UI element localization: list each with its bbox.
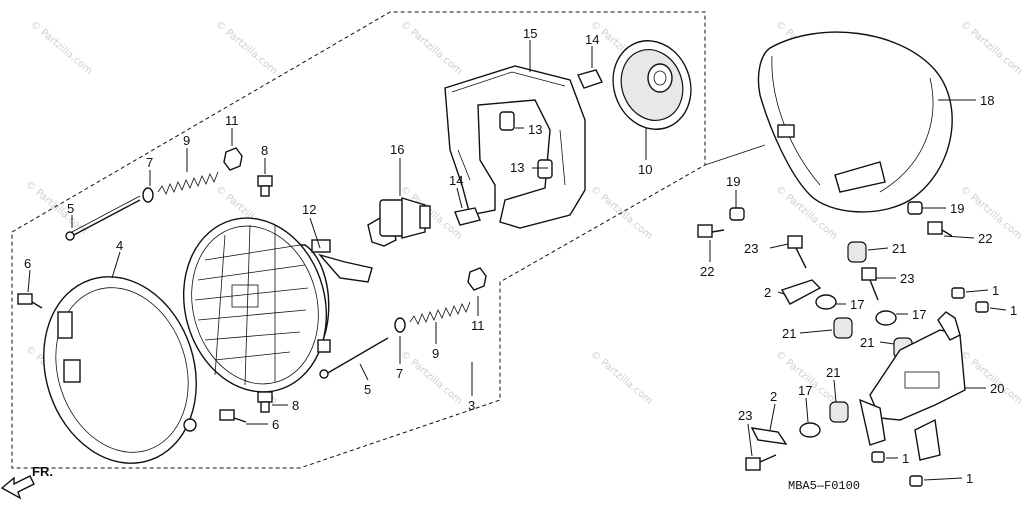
headlight-rim-part bbox=[43, 276, 197, 464]
callout-13: 13 bbox=[510, 160, 524, 175]
callout-1: 1 bbox=[992, 283, 999, 298]
watermark: © Partzilla.com bbox=[958, 349, 1024, 407]
callout-11: 11 bbox=[225, 113, 239, 128]
headlight-bracket-part bbox=[444, 65, 586, 229]
boundary-leader bbox=[704, 144, 766, 166]
callout-20: 20 bbox=[990, 381, 1004, 396]
watermark: © Partzilla.com bbox=[958, 19, 1024, 77]
callout-10: 10 bbox=[638, 162, 652, 177]
callout-18: 18 bbox=[980, 93, 994, 108]
callout-17: 17 bbox=[798, 383, 812, 398]
callout-labels: 15 14 13 13 16 14 12 11 8 9 7 5 4 6 11 9… bbox=[24, 26, 1017, 486]
callout-2: 2 bbox=[770, 389, 777, 404]
headlight-unit-part bbox=[182, 217, 373, 393]
watermark: © Partzilla.com bbox=[213, 19, 279, 77]
callout-5: 5 bbox=[67, 201, 74, 216]
callout-13: 13 bbox=[528, 122, 542, 137]
callout-21: 21 bbox=[860, 335, 874, 350]
drawing-code: MBA5—F0100 bbox=[788, 479, 860, 493]
callout-22: 22 bbox=[978, 231, 992, 246]
callout-6: 6 bbox=[24, 256, 31, 271]
callout-1: 1 bbox=[966, 471, 973, 486]
watermark: © Partzilla.com bbox=[398, 19, 464, 77]
callout-17: 17 bbox=[912, 307, 926, 322]
callout-19: 19 bbox=[950, 201, 964, 216]
callout-4: 4 bbox=[116, 238, 123, 253]
callout-2: 2 bbox=[764, 285, 771, 300]
watermark: © Partzilla.com bbox=[588, 349, 654, 407]
callout-19: 19 bbox=[726, 174, 740, 189]
callout-21: 21 bbox=[782, 326, 796, 341]
front-arrow-icon bbox=[0, 475, 35, 500]
mounting-bracket-part bbox=[859, 311, 966, 461]
callout-9: 9 bbox=[183, 133, 190, 148]
callout-8: 8 bbox=[292, 398, 299, 413]
callout-17: 17 bbox=[850, 297, 864, 312]
callout-21: 21 bbox=[826, 365, 840, 380]
callout-21: 21 bbox=[892, 241, 906, 256]
callout-9: 9 bbox=[432, 346, 439, 361]
callout-16: 16 bbox=[390, 142, 404, 157]
callout-7: 7 bbox=[396, 366, 403, 381]
callout-8: 8 bbox=[261, 143, 268, 158]
callout-12: 12 bbox=[302, 202, 316, 217]
front-direction-indicator: FR. bbox=[0, 464, 53, 500]
socket-cover-part bbox=[612, 40, 692, 130]
callout-5: 5 bbox=[364, 382, 371, 397]
callout-1: 1 bbox=[902, 451, 909, 466]
callout-23: 23 bbox=[738, 408, 752, 423]
front-indicator-label: FR. bbox=[32, 464, 53, 479]
clip-part bbox=[454, 69, 603, 226]
callout-22: 22 bbox=[700, 264, 714, 279]
callout-7: 7 bbox=[146, 155, 153, 170]
callout-6: 6 bbox=[272, 417, 279, 432]
callout-14: 14 bbox=[585, 32, 599, 47]
headlight-case-part bbox=[757, 31, 953, 213]
callout-23: 23 bbox=[744, 241, 758, 256]
headlight-bulb-part bbox=[367, 197, 431, 247]
callout-14: 14 bbox=[449, 173, 463, 188]
callout-1: 1 bbox=[1010, 303, 1017, 318]
leader-lines bbox=[27, 40, 1007, 481]
callout-3: 3 bbox=[468, 398, 475, 413]
assembly-boundary bbox=[11, 11, 706, 469]
callout-15: 15 bbox=[523, 26, 537, 41]
callout-11: 11 bbox=[471, 318, 485, 333]
watermark: © Partzilla.com bbox=[28, 19, 94, 77]
callout-23: 23 bbox=[900, 271, 914, 286]
